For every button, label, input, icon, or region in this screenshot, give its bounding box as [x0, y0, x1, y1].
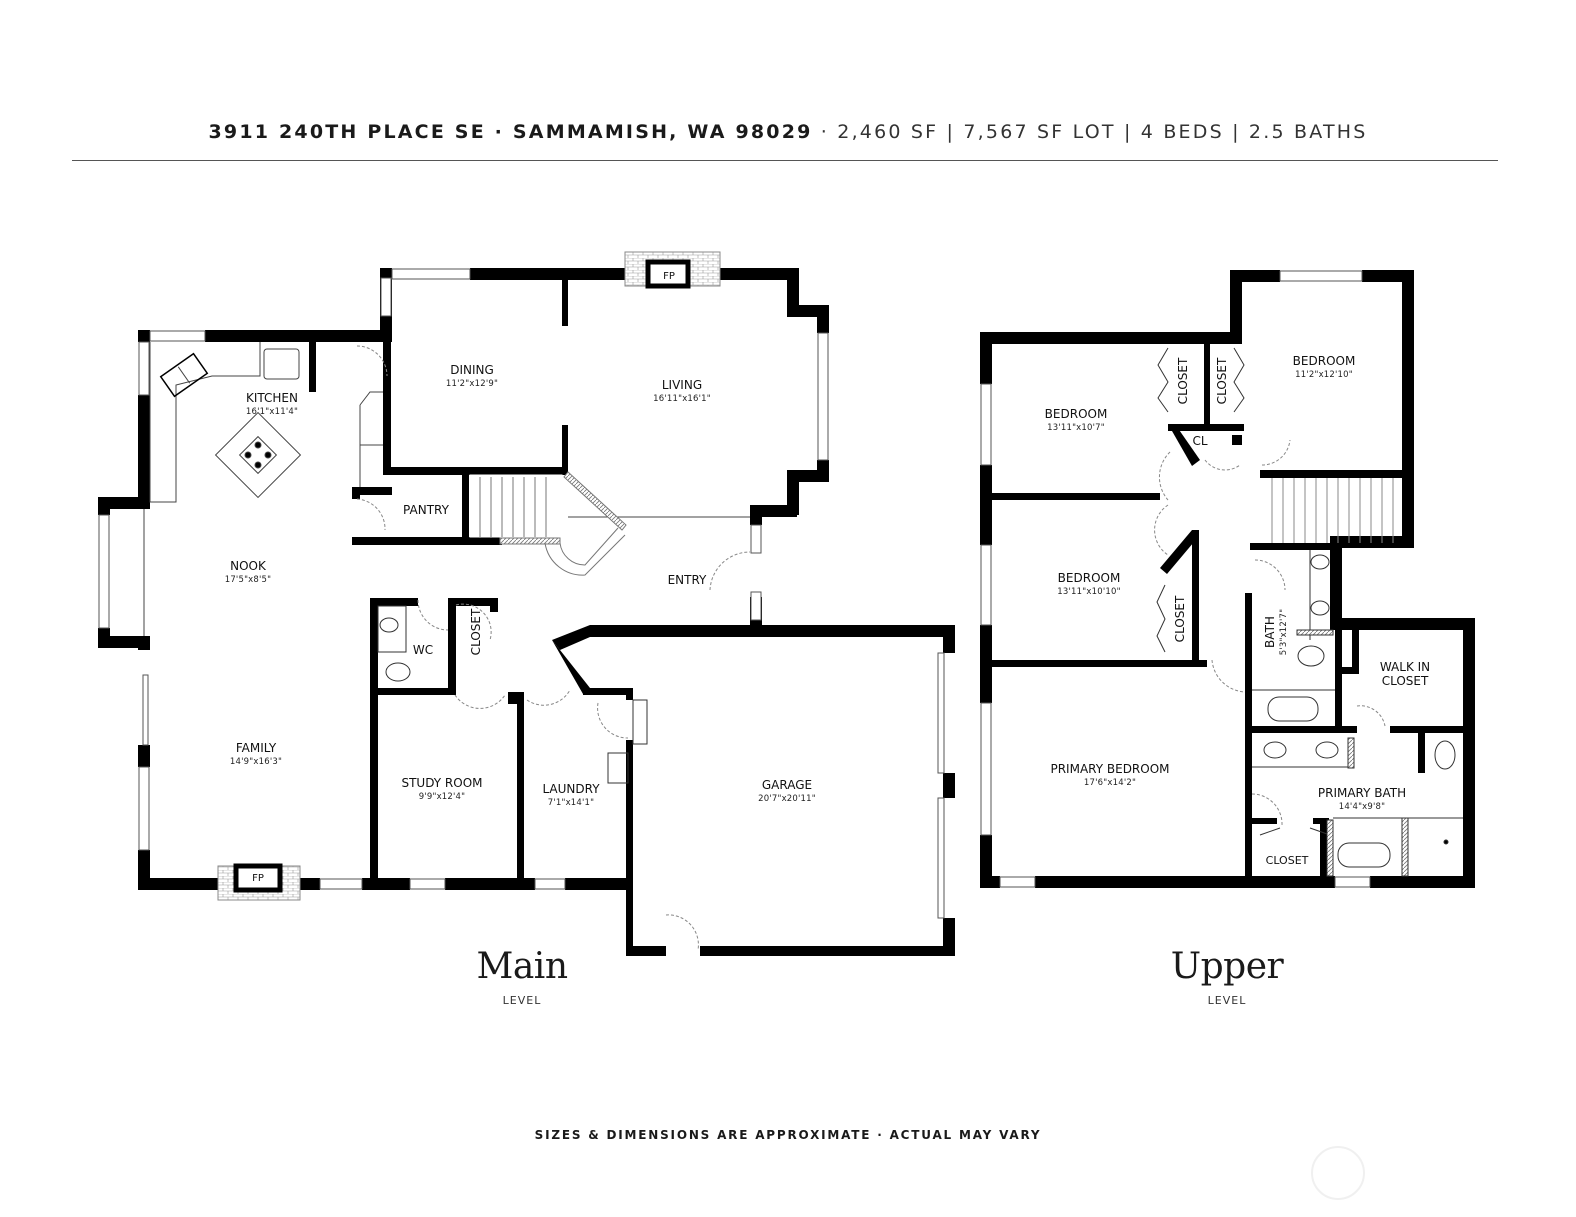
upper-level-subtitle: LEVEL — [1207, 994, 1247, 1007]
upper-level-walls — [980, 270, 1475, 888]
wc-fixtures — [377, 605, 648, 784]
closet-bifold-doors — [1156, 347, 1331, 836]
room-closet-c: CLOSET — [1173, 595, 1187, 643]
header-divider — [72, 160, 1498, 161]
listing-header: 3911 240TH PLACE SE · SAMMAMISH, WA 9802… — [0, 121, 1576, 143]
bath-fixtures — [1252, 550, 1463, 877]
main-level-title: Main — [476, 946, 568, 987]
kitchen-fixtures — [143, 342, 750, 636]
room-closet-a: CLOSET — [1176, 357, 1190, 405]
disclaimer-note: SIZES & DIMENSIONS ARE APPROXIMATE · ACT… — [534, 1128, 1042, 1142]
room-walk-in-closet: WALK IN CLOSET — [1379, 660, 1431, 688]
fireplaces — [217, 251, 721, 901]
watermark-logo-icon — [1311, 1146, 1365, 1200]
room-wc: WC — [412, 643, 434, 657]
main-level-windows — [98, 268, 945, 919]
property-stats: · 2,460 SF | 7,567 SF LOT | 4 BEDS | 2.5… — [820, 121, 1368, 143]
main-stairs — [469, 471, 627, 576]
main-level-subtitle: LEVEL — [502, 994, 542, 1007]
room-closet-b: CLOSET — [1215, 357, 1229, 405]
fireplace-living: FP — [663, 271, 675, 282]
address: 3911 240TH PLACE SE · SAMMAMISH, WA 9802… — [208, 121, 813, 143]
room-cl: CL — [1192, 434, 1208, 448]
upper-level-title: Upper — [1170, 946, 1284, 987]
fireplace-family: FP — [252, 873, 264, 884]
upper-level-windows — [980, 270, 1371, 888]
room-closet-main: CLOSET — [469, 608, 483, 656]
upper-doors — [1154, 439, 1386, 826]
room-pantry: PANTRY — [403, 503, 449, 517]
room-closet-primary: CLOSET — [1265, 854, 1309, 867]
main-level-walls — [98, 268, 955, 956]
upper-stairs — [1271, 478, 1394, 543]
room-entry: ENTRY — [667, 573, 707, 587]
main-doors — [356, 345, 751, 951]
